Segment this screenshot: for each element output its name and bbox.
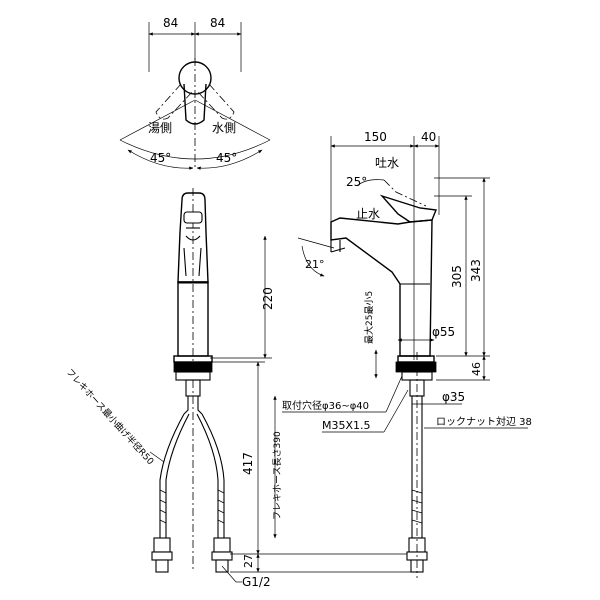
- label-hot-side: 湯側: [148, 121, 172, 135]
- dim-mount-hole: 取付穴径φ36~φ40: [282, 399, 369, 412]
- dim-220: 220: [261, 287, 275, 310]
- side-dim-40: 40: [421, 130, 436, 144]
- dim-27: 27: [242, 554, 255, 568]
- side-dim-150: 150: [364, 130, 387, 144]
- label-cold-side: 水側: [212, 121, 236, 135]
- angle-right: 45°: [216, 151, 237, 165]
- label-spout-open: 吐水: [375, 156, 399, 170]
- front-view: 220 417 27 フレキホース長さ390 フレキホース最小曲げ半径R50 G…: [64, 188, 418, 589]
- counter-thickness: 最大25最小5: [363, 291, 375, 344]
- top-view: 84 84 湯側 水側 45° 45°: [119, 16, 271, 170]
- angle-spout: 25°: [346, 175, 367, 189]
- hose-min-bend: フレキホース最小曲げ半径R50: [64, 366, 157, 467]
- dim-417: 417: [241, 452, 255, 475]
- dim-46: 46: [470, 362, 483, 376]
- top-dim-left: 84: [163, 16, 178, 30]
- dim-thread-m35: M35X1.5: [322, 419, 371, 432]
- dim-dia55: φ55: [432, 325, 455, 339]
- dim-343: 343: [469, 259, 483, 282]
- hose-length: フレキホース長さ390: [272, 431, 283, 520]
- thread-g12: G1/2: [242, 575, 271, 589]
- dim-dia35: φ35: [442, 390, 465, 404]
- side-view: 150 40 吐水 25° 止水 21°: [282, 130, 532, 578]
- angle-21: 21°: [305, 258, 325, 271]
- top-dim-right: 84: [210, 16, 225, 30]
- dim-locknut: ロックナット対辺 38: [436, 415, 532, 428]
- dim-305: 305: [450, 265, 464, 288]
- angle-left: 45°: [150, 151, 171, 165]
- label-stop: 止水: [356, 207, 380, 221]
